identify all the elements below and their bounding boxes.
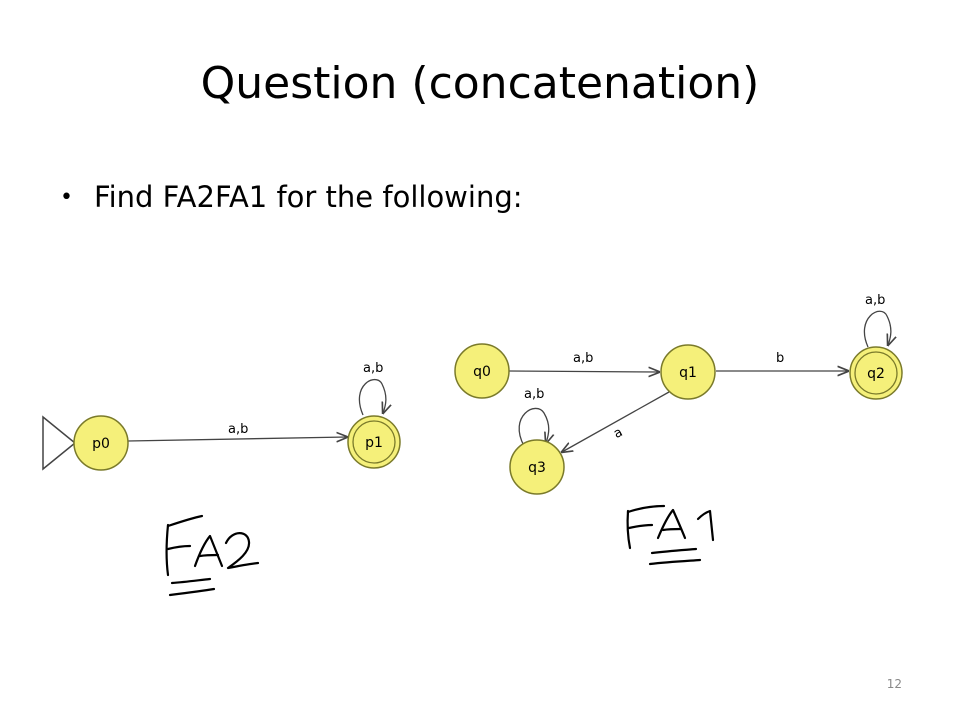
fa1-state-q0-label: q0 — [473, 364, 491, 380]
fa1-state-q3: q3 — [509, 439, 565, 495]
fa1-edge-q1-q3-label: a — [611, 425, 625, 442]
fa1-state-q3-label: q3 — [528, 460, 546, 476]
bullet-text: Find FA2FA1 for the following: — [94, 180, 523, 214]
fa2-initial-marker-icon — [42, 415, 77, 471]
fa2-edge-p1-loop — [358, 378, 385, 415]
fa1-state-q2: q2 — [849, 346, 903, 400]
fa1-diagram: a,b b a,b a a,b q0 q1 q2 — [454, 293, 903, 495]
page-number: 12 — [886, 677, 902, 691]
fa1-edge-q1-q2-label: b — [776, 351, 784, 366]
fa1-edge-q2-loop — [863, 310, 890, 347]
fa2-edge-p0-p1 — [127, 437, 347, 441]
bullet-dot-icon: • — [60, 184, 73, 210]
fa2-state-p1: p1 — [347, 415, 401, 469]
fa1-edge-q0-q1-label: a,b — [573, 351, 593, 366]
fa2-edge-p1-loop-label: a,b — [363, 361, 383, 376]
fa1-state-q1-label: q1 — [679, 365, 697, 381]
fa1-edge-q0-q1 — [508, 371, 659, 372]
fa2-diagram: a,b a,b p0 p1 — [42, 361, 401, 471]
fa1-edge-q3-loop-label: a,b — [524, 387, 544, 402]
fa1-state-q0: q0 — [454, 343, 510, 399]
fa2-edge-p0-p1-label: a,b — [228, 422, 248, 437]
slide-title: Question (concatenation) — [200, 58, 760, 109]
fa2-state-p1-label: p1 — [365, 435, 383, 451]
fa1-handwritten-label — [626, 504, 715, 566]
bullet-item: • Find FA2FA1 for the following: — [60, 180, 523, 214]
fa1-state-q1: q1 — [660, 344, 716, 400]
fa2-state-p0-label: p0 — [92, 436, 110, 452]
fa1-edge-q3-loop — [518, 407, 549, 447]
fa2-state-p0: p0 — [73, 415, 129, 471]
fa1-state-q2-label: q2 — [867, 366, 885, 382]
fa1-edge-q1-q3 — [562, 391, 670, 452]
fa2-handwritten-label — [165, 514, 260, 597]
fa1-edge-q2-loop-label: a,b — [865, 293, 885, 308]
